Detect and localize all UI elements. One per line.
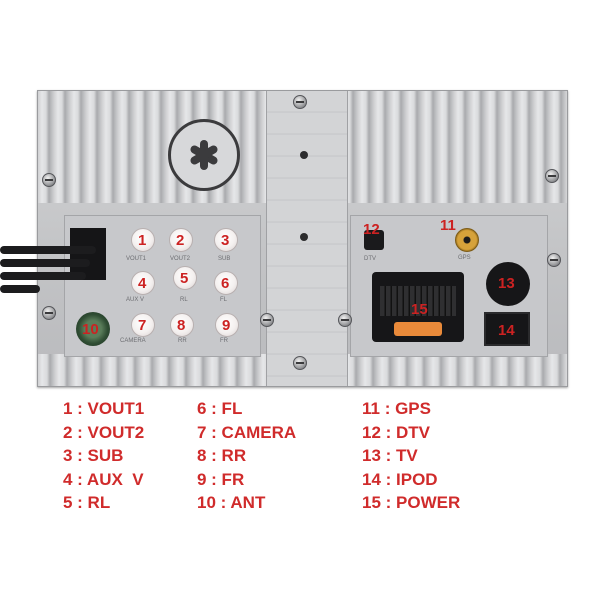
legend-item-11: 11 : GPS <box>362 399 431 418</box>
legend-column-2: 6 : FL 7 : CAMERA 8 : RR 9 : FR 10 : ANT <box>197 397 296 515</box>
marker-9: 9 <box>222 317 231 334</box>
marker-1: 1 <box>138 232 147 249</box>
rca-socket-aux <box>131 271 155 295</box>
legend-item-2: 2 : VOUT2 <box>63 422 145 442</box>
legend-item-12: 12 : DTV <box>362 422 431 442</box>
legend-item-5: 5 : RL <box>63 493 111 512</box>
marker-12: 12 <box>363 221 380 238</box>
port-label-camera: CAMERA <box>120 338 146 344</box>
port-label-vout2: VOUT2 <box>170 256 191 262</box>
tv-port <box>486 262 530 306</box>
marker-6: 6 <box>221 275 230 292</box>
legend-item-3: 3 : SUB <box>63 446 124 465</box>
screw-icon <box>545 169 559 183</box>
ipod-port <box>484 312 530 346</box>
port-label-aux: AUX V <box>126 297 145 303</box>
port-label-gps: GPS <box>458 255 471 261</box>
cooling-fan <box>168 119 240 191</box>
rca-socket-vout1 <box>131 228 155 252</box>
fuse <box>394 322 442 336</box>
mounting-hole <box>300 233 308 241</box>
marker-14: 14 <box>498 322 515 339</box>
legend-column-1: 1 : VOUT1 2 : VOUT2 3 : SUB 4 : AUX V 5 … <box>63 397 144 515</box>
marker-13: 13 <box>498 275 515 292</box>
mounting-hole <box>300 151 308 159</box>
legend-item-13: 13 : TV <box>362 446 418 465</box>
rca-socket-vout2 <box>169 228 193 252</box>
legend-item-15: 15 : POWER <box>362 493 461 512</box>
port-label-sub: SUB <box>218 256 231 262</box>
dtv-port <box>364 230 384 250</box>
rca-socket-fr <box>215 313 239 337</box>
screw-icon <box>293 95 307 109</box>
wire-harness <box>0 272 86 280</box>
legend-item-1: 1 : VOUT1 <box>63 399 145 418</box>
legend-item-8: 8 : RR <box>197 446 247 465</box>
rca-socket-rr <box>170 313 194 337</box>
gps-antenna-connector <box>455 228 479 252</box>
marker-15: 15 <box>411 301 428 318</box>
cable-plug <box>70 228 106 280</box>
screw-icon <box>42 173 56 187</box>
marker-3: 3 <box>221 232 230 249</box>
legend-item-7: 7 : CAMERA <box>197 422 297 442</box>
screw-icon <box>293 356 307 370</box>
screw-icon <box>547 253 561 267</box>
legend-item-6: 6 : FL <box>197 399 243 418</box>
screw-icon <box>42 306 56 320</box>
legend-item-9: 9 : FR <box>197 469 245 489</box>
port-label-rl: RL <box>180 297 188 303</box>
marker-5: 5 <box>180 270 189 287</box>
port-label-vout1: VOUT1 <box>126 256 147 262</box>
wire-harness <box>0 246 96 254</box>
marker-4: 4 <box>138 275 147 292</box>
legend-column-3: 11 : GPS 12 : DTV 13 : TV 14 : IPOD 15 :… <box>362 397 460 515</box>
marker-8: 8 <box>177 317 186 334</box>
rca-socket-rl <box>173 266 197 290</box>
screw-icon <box>260 313 274 327</box>
wire-harness <box>0 285 40 293</box>
marker-2: 2 <box>176 232 185 249</box>
port-label-fr: FR <box>220 338 228 344</box>
wire-harness <box>0 259 90 267</box>
legend-item-10: 10 : ANT <box>197 493 266 512</box>
legend-item-4: 4 : AUX V <box>63 469 144 489</box>
port-label-dtv: DTV <box>364 256 376 262</box>
port-label-fl: FL <box>220 297 228 303</box>
marker-7: 7 <box>138 317 147 334</box>
legend-item-14: 14 : IPOD <box>362 469 438 489</box>
rca-socket-fl <box>214 271 238 295</box>
rca-socket-sub <box>214 228 238 252</box>
marker-11: 11 <box>440 217 456 234</box>
marker-10: 10 <box>82 321 99 338</box>
port-label-rr: RR <box>178 338 187 344</box>
screw-icon <box>338 313 352 327</box>
power-connector <box>372 272 464 342</box>
antenna-socket <box>76 312 110 346</box>
rca-socket-camera <box>131 313 155 337</box>
